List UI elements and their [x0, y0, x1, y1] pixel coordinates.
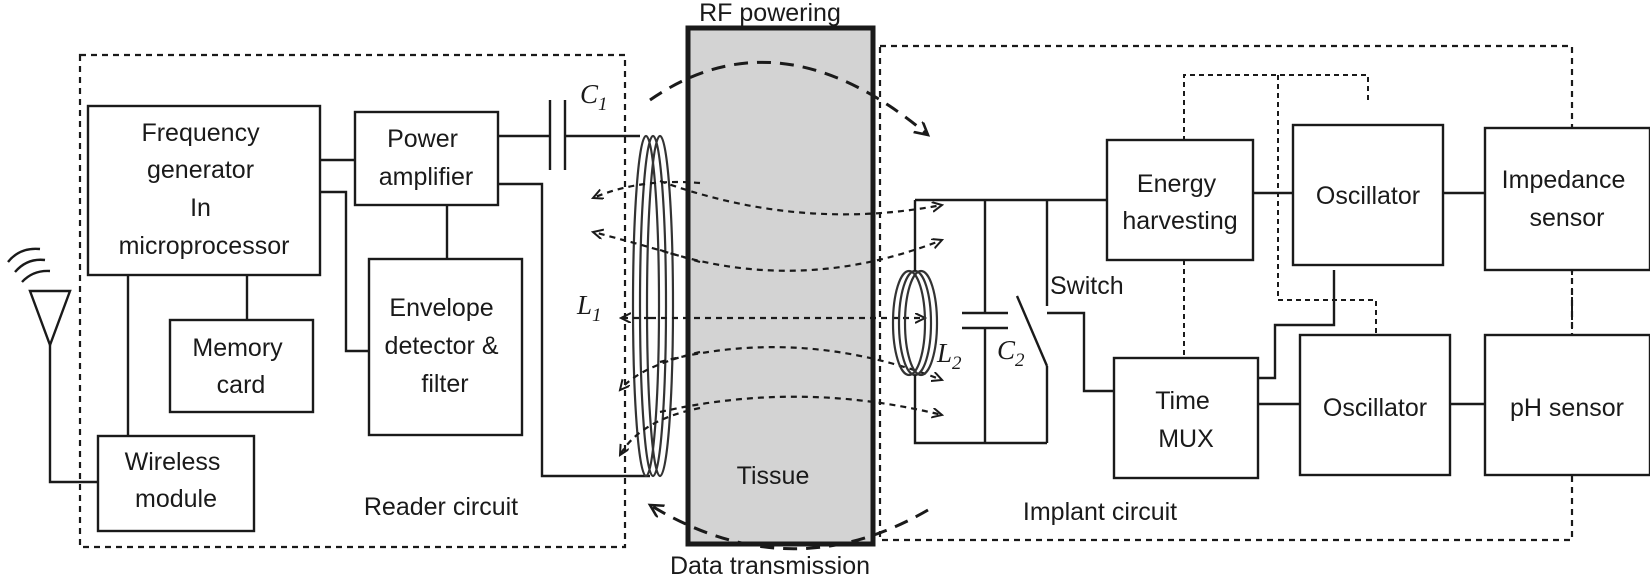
- data-transmission-arc: [650, 505, 929, 551]
- ph-sensor-block: [1483, 333, 1650, 477]
- tissue-label: Tissue: [737, 462, 810, 490]
- frequency-generator-label: Frequency generator In microprocessor: [119, 119, 290, 260]
- l1-label: L1: [576, 290, 602, 326]
- c1-label: C1: [580, 79, 608, 115]
- reader-coil-l1: [631, 134, 675, 478]
- oscillator-top-block: [1291, 123, 1445, 267]
- envelope-detector-block: [367, 257, 524, 437]
- time-mux-block: [1112, 356, 1260, 480]
- oscillator-bottom-label: Oscillator: [1323, 394, 1427, 422]
- envelope-detector-label: Envelope detector & filter: [385, 294, 506, 398]
- impedance-sensor-label: Impedance sensor: [1502, 166, 1633, 232]
- energy-harvesting-block: [1105, 138, 1255, 262]
- oscillator-bottom-block: [1298, 333, 1452, 477]
- implant-coil-l2: [891, 269, 939, 377]
- reader-circuit-label: Reader circuit: [364, 493, 518, 521]
- time-mux-label: Time MUX: [1155, 387, 1217, 453]
- switch-label: Switch: [1050, 272, 1124, 300]
- c2-label: C2: [997, 335, 1025, 371]
- wireless-module-label: Wireless module: [125, 448, 228, 513]
- coupling-field-lines: [593, 179, 942, 455]
- memory-card-label: Memory card: [192, 334, 289, 399]
- l2-label: L2: [936, 338, 962, 374]
- wireless-module-block: [96, 434, 256, 533]
- rf-powering-arc: [649, 60, 928, 135]
- rf-powering-label: RF powering: [699, 0, 841, 27]
- impedance-sensor-block: [1483, 126, 1650, 272]
- data-transmission-label: Data transmission: [670, 552, 870, 579]
- ph-sensor-label: pH sensor: [1510, 394, 1624, 422]
- oscillator-top-label: Oscillator: [1316, 182, 1420, 210]
- reader-circuit-boundary: [78, 53, 627, 549]
- antenna-icon: [7, 247, 72, 349]
- power-amplifier-label: Power amplifier: [379, 125, 473, 191]
- tissue-slab: [685, 25, 876, 547]
- power-amplifier-block: [353, 110, 500, 207]
- energy-harvesting-label: Energy harvesting: [1122, 170, 1237, 235]
- frequency-generator-block: [86, 104, 322, 277]
- memory-card-block: [168, 318, 315, 414]
- implant-circuit-label: Implant circuit: [1023, 498, 1177, 526]
